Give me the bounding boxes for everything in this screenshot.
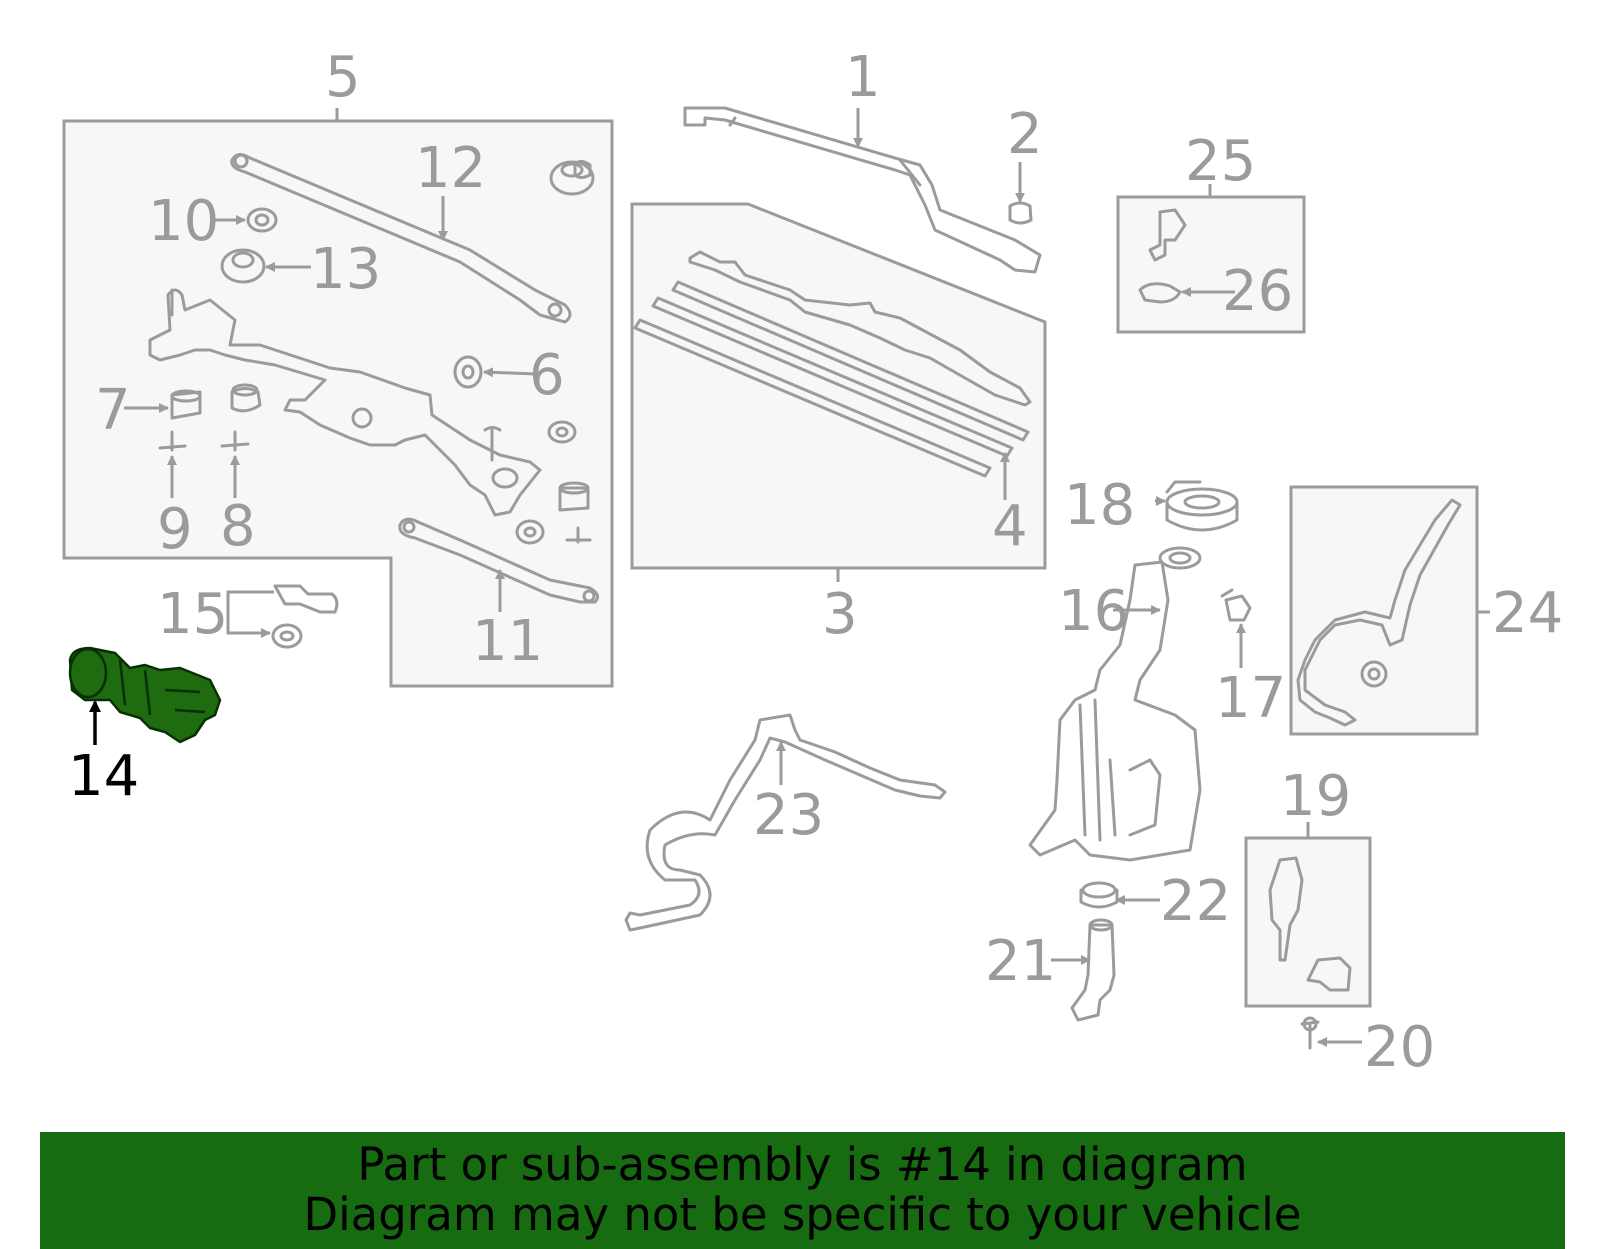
hose-24-part xyxy=(1296,498,1462,727)
callout-3: 3 xyxy=(822,582,858,647)
wiper-motor-part-14 xyxy=(68,646,222,744)
washer-tank-part xyxy=(1028,560,1202,862)
callout-18: 18 xyxy=(1064,473,1135,538)
callout-7: 7 xyxy=(95,378,131,443)
callout-20: 20 xyxy=(1364,1015,1435,1080)
callout-11: 11 xyxy=(472,609,543,674)
washer-pump-part xyxy=(1070,923,1116,1022)
callout-2: 2 xyxy=(1007,102,1043,167)
callout-17: 17 xyxy=(1215,666,1286,731)
callout-24: 24 xyxy=(1492,581,1563,646)
callout-4: 4 xyxy=(992,494,1028,559)
arm-cap-part xyxy=(1008,201,1033,225)
info-banner: Part or sub-assembly is #14 in diagram D… xyxy=(40,1132,1565,1249)
callout-14: 14 xyxy=(68,744,139,809)
callout-21: 21 xyxy=(985,929,1056,994)
callout-23: 23 xyxy=(753,783,824,848)
callout-25: 25 xyxy=(1185,129,1256,194)
callout-19: 19 xyxy=(1280,764,1351,829)
part-illustrations xyxy=(148,106,1462,1050)
group-5-box xyxy=(62,119,614,688)
banner-disclaimer: Diagram may not be specific to your vehi… xyxy=(303,1188,1302,1241)
group-25-box xyxy=(1116,195,1306,334)
callout-13: 13 xyxy=(310,237,381,302)
callout-1: 1 xyxy=(845,45,881,110)
callout-6: 6 xyxy=(529,343,565,408)
callout-8: 8 xyxy=(220,494,256,559)
linkage-frame-part xyxy=(148,288,542,517)
banner-background xyxy=(40,1132,1565,1249)
callout-10: 10 xyxy=(148,189,219,254)
wiper-blade-part xyxy=(688,250,1032,407)
callout-15: 15 xyxy=(157,582,228,647)
washer-hose-part xyxy=(624,713,947,932)
callout-9: 9 xyxy=(157,497,193,562)
callout-22: 22 xyxy=(1160,869,1231,934)
callout-16: 16 xyxy=(1058,579,1129,644)
callout-26: 26 xyxy=(1222,259,1293,324)
link-rod-lower-part xyxy=(398,517,600,604)
callout-5: 5 xyxy=(325,45,361,110)
wiper-arm-part xyxy=(683,106,1042,274)
banner-part-note: Part or sub-assembly is #14 in diagram xyxy=(357,1138,1248,1191)
callout-12: 12 xyxy=(415,136,486,201)
